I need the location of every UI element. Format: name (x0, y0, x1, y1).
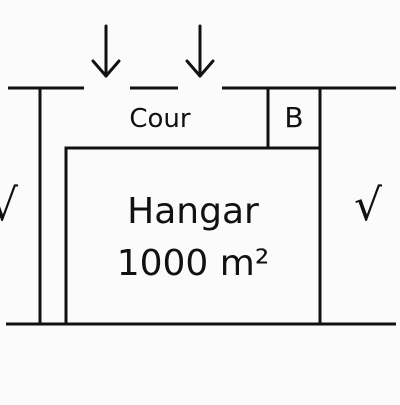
entry-arrow-left (91, 24, 121, 78)
hangar-area-label: 1000 m² (117, 243, 270, 284)
small-room-label: B (284, 101, 303, 134)
check-mark-left: √ (0, 180, 19, 231)
entry-arrow-right (185, 24, 215, 78)
hangar-name-label: Hangar (127, 191, 259, 232)
courtyard-label: Cour (129, 104, 191, 134)
check-mark-right: √ (354, 180, 383, 231)
